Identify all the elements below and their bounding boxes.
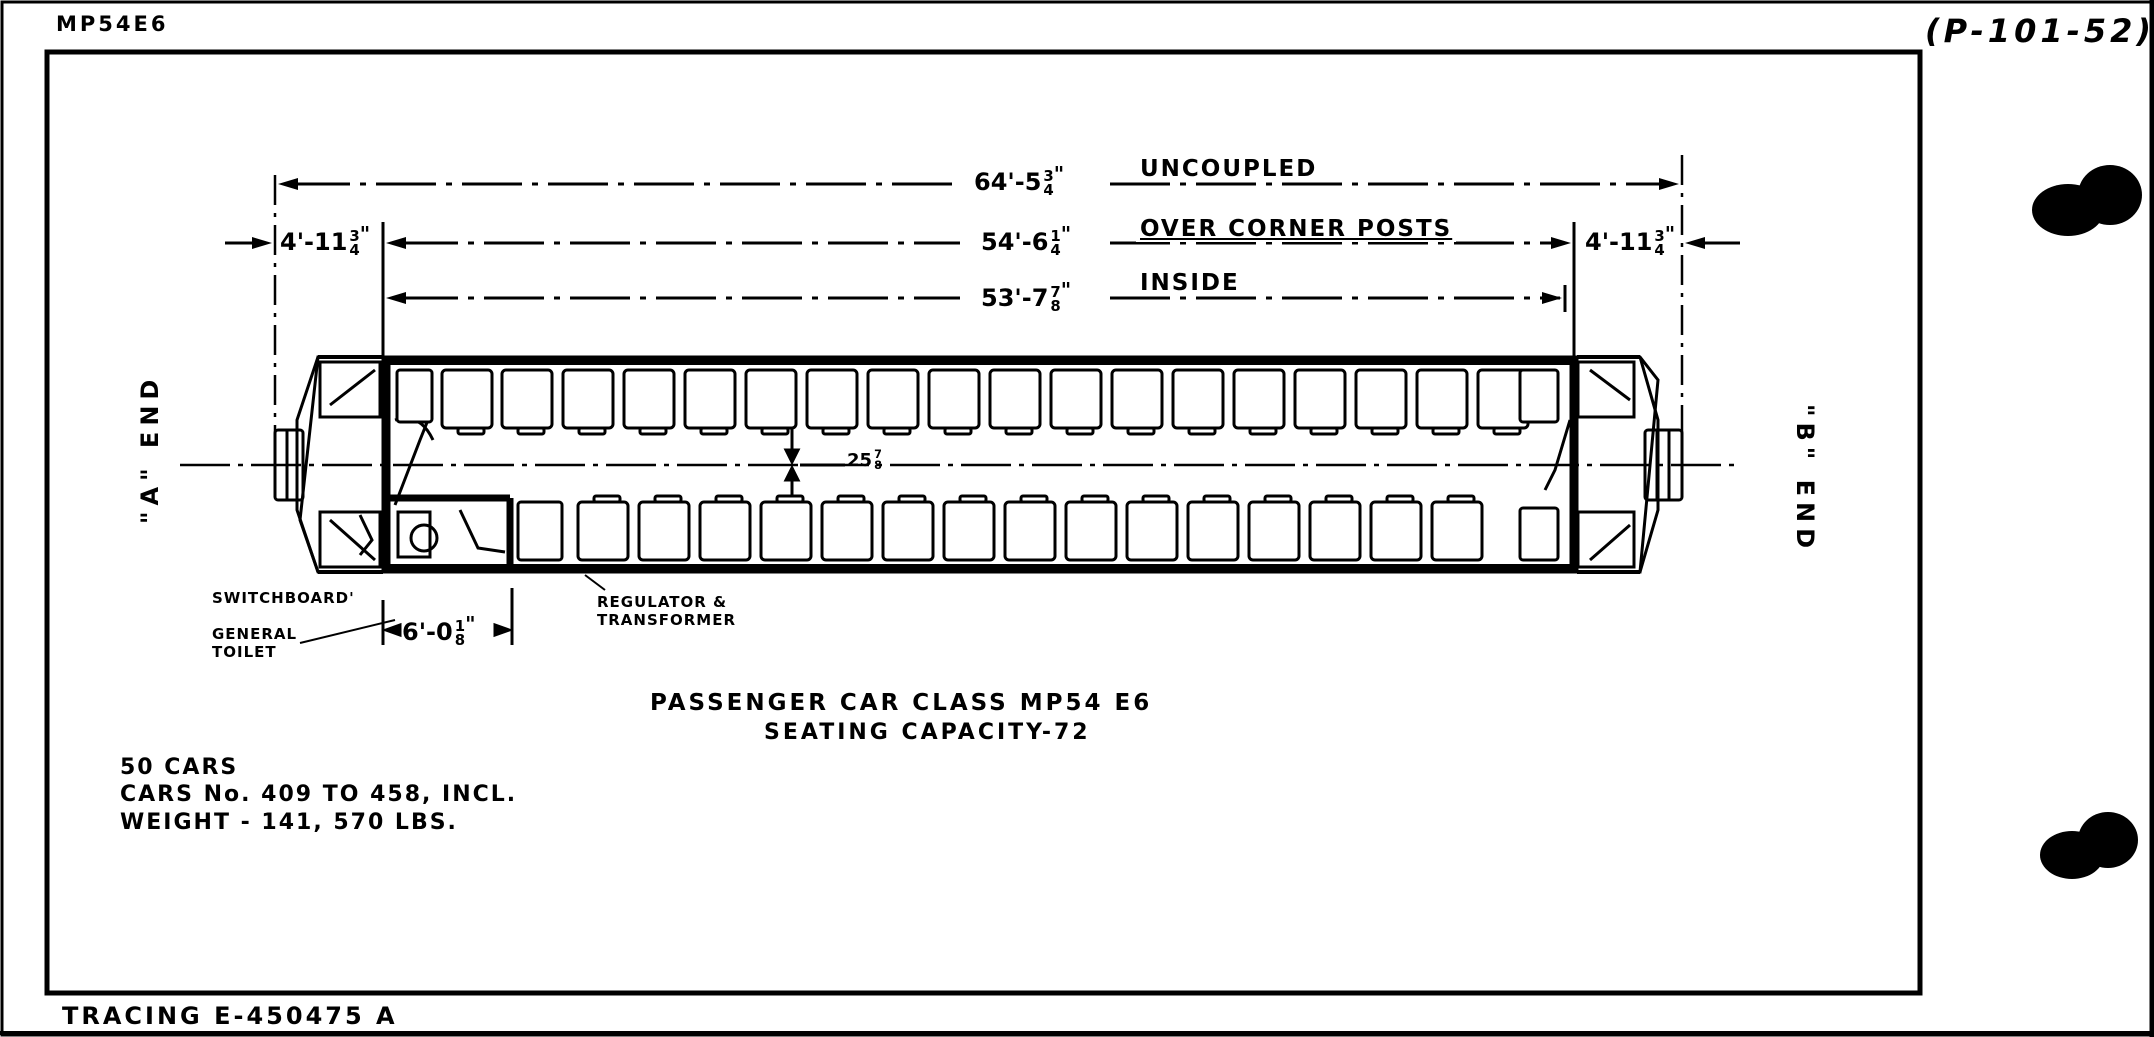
spec-car-numbers: CARS No. 409 TO 458, INCL.: [120, 782, 518, 807]
spec-car-count: 50 CARS: [120, 755, 239, 780]
general-toilet-label: GENERAL TOILET: [212, 625, 298, 661]
dim-over-corner-posts-label: OVER CORNER POSTS: [1136, 216, 1457, 242]
b-end-vestibule: [1543, 360, 1684, 569]
top-seat-row: [395, 368, 1560, 436]
regulator-transformer-label: REGULATOR & TRANSFORMER: [597, 593, 737, 629]
drawing-title: PASSENGER CAR CLASS MP54 E6: [650, 690, 1153, 716]
binder-hole-bottom: [2040, 812, 2138, 879]
car-body: [295, 355, 1660, 574]
dim-uncoupled-label: UNCOUPLED: [1136, 156, 1322, 182]
dim-inside-label: INSIDE: [1136, 270, 1244, 296]
class-code-header: MP54E6: [56, 12, 169, 36]
b-end-label: "B" END: [1791, 404, 1819, 555]
binder-hole-top: [2032, 165, 2142, 236]
spec-weight: WEIGHT - 141, 570 LBS.: [120, 810, 458, 835]
file-reference: (P-101-52): [1925, 12, 2154, 50]
seating-capacity: SEATING CAPACITY-72: [764, 720, 1091, 745]
bottom-seat-row: [516, 494, 1560, 562]
switchboard-label: SWITCHBOARD': [212, 589, 355, 607]
toilet-room: [358, 494, 514, 568]
a-end-label: "A" END: [136, 373, 164, 524]
tracing-number: TRACING E-450475 A: [62, 1002, 398, 1030]
